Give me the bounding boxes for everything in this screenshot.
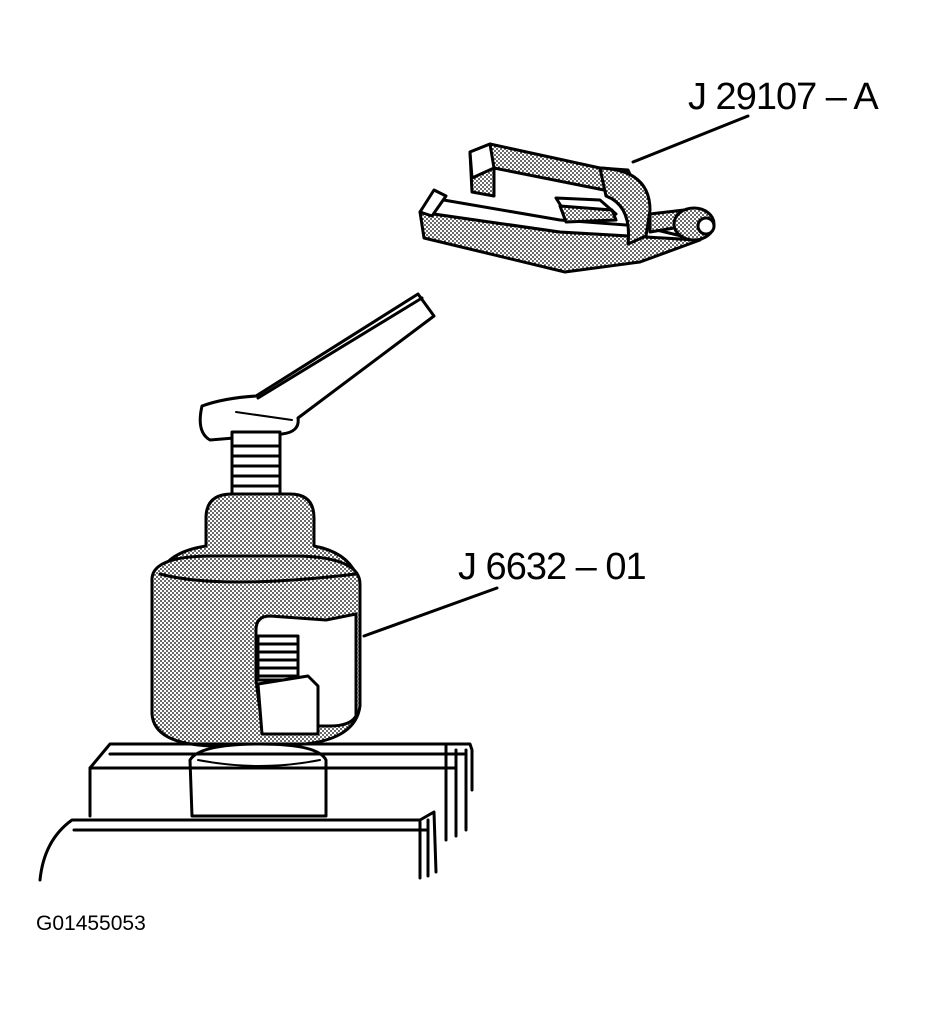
leader-line-tool-a	[631, 114, 750, 164]
leader-line-tool-b	[362, 586, 499, 638]
wrench	[198, 292, 436, 442]
housing-base	[38, 742, 474, 882]
figure-id: G01455053	[36, 912, 146, 935]
puller-body	[150, 430, 362, 818]
tool-label-j663201: J 6632 – 01	[458, 546, 647, 588]
tool-label-j29107a: J 29107 – A	[688, 76, 879, 118]
c-clamp-tool	[418, 142, 716, 274]
